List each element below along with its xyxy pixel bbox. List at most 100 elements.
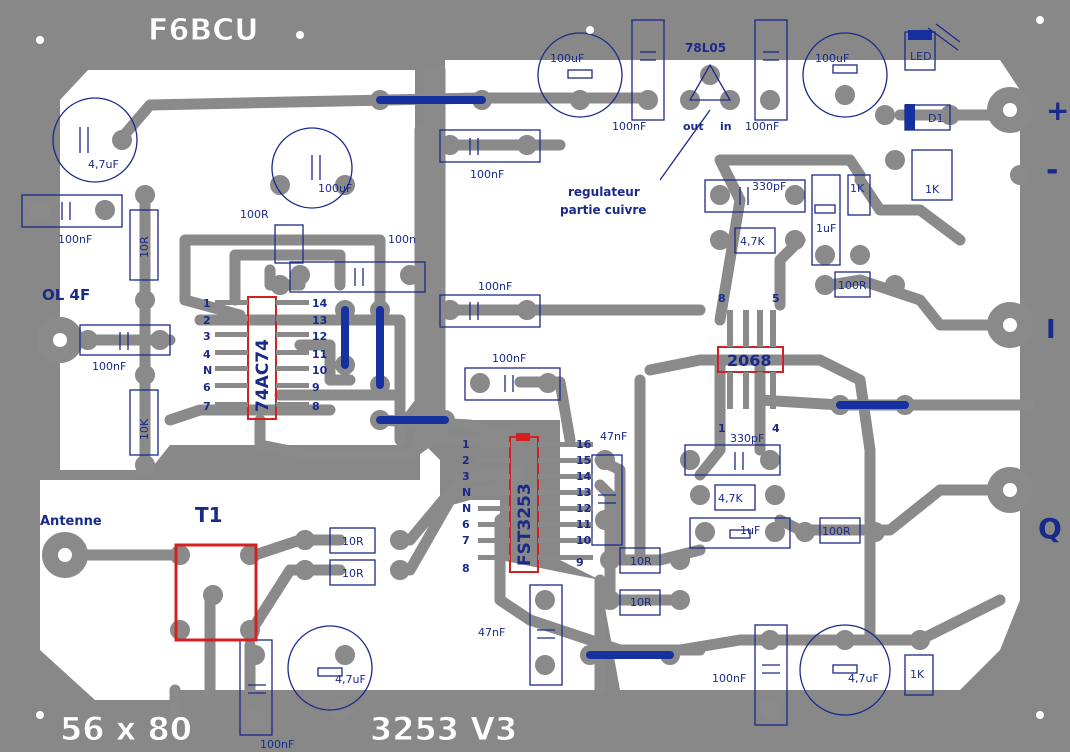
antenna-label: Antenne [40, 514, 102, 529]
u2-pin-1: 1 [462, 438, 470, 451]
connector-labels: Antenne T1 OL 4F I Q + - [40, 94, 1069, 545]
u1-pin-11: 11 [312, 348, 327, 361]
reg-label: 78L05 [685, 41, 726, 55]
output-i-label: I [1046, 315, 1056, 345]
board-title: F6BCU [148, 13, 259, 48]
r-100r-bot-label: 100R [822, 525, 851, 538]
r-10r-c-label: 10R [630, 555, 652, 568]
supply-minus-label: - [1046, 153, 1058, 188]
silkscreen [21, 19, 961, 736]
u1-pin-14: 14 [312, 297, 328, 310]
u2-pin-10: 10 [576, 534, 592, 547]
led-label: LED [910, 50, 932, 63]
transformer-label: T1 [195, 503, 223, 527]
u2-pin-15: 15 [576, 454, 591, 467]
u2-label: FST3253 [515, 483, 535, 566]
r-47k-bot-label: 4,7K [718, 492, 743, 505]
u2-pin-7: 7 [462, 534, 470, 547]
r-1k-top-label: 1K [925, 183, 940, 196]
supply-plus-label: + [1046, 94, 1069, 127]
u2-pin1-marker [516, 433, 530, 441]
r-10r-a-label: 10R [342, 535, 364, 548]
u1-pin-5: N [203, 364, 212, 377]
u3-pin-8: 8 [718, 292, 726, 305]
c-100nf-mid3-label: 100nF [492, 352, 526, 365]
c-1uf-top-label: 1uF [816, 222, 836, 235]
c-100nf-left-label: 100nF [58, 233, 92, 246]
c-100nf-mid1-label: 100nF [470, 168, 504, 181]
ic-pins [215, 300, 776, 560]
u2-pin-14: 14 [576, 470, 592, 483]
u1-pin-12: 12 [312, 330, 327, 343]
c-100nf-bot2-label: 100nF [712, 672, 746, 685]
copper-traces [54, 64, 1036, 726]
r-1k-br-label: 1K [910, 668, 925, 681]
c-47nf-b-label: 47nF [478, 626, 505, 639]
u3-pin-1: 1 [718, 422, 726, 435]
u3-pin-4: 4 [772, 422, 780, 435]
regulator-note-line2: partie cuivre [560, 203, 646, 217]
reg-out-label: out [683, 120, 704, 133]
c-100uf-b-label: 100uF [815, 52, 849, 65]
ic-labels: 74AC74 FST3253 2068 78L05 out in [253, 41, 772, 566]
u1-pin-6: 6 [203, 381, 211, 394]
r-10r-d-label: 10R [630, 596, 652, 609]
board-version-label: 3253 V3 [370, 710, 517, 748]
c-100nf-mid2-label: 100nF [478, 280, 512, 293]
c-100n-top-label: 100n [388, 233, 416, 246]
c-4u7-bot-label: 4,7uF [335, 673, 366, 686]
r-1k-top2-label: 1K [850, 182, 865, 195]
reg-in-label: in [720, 120, 732, 133]
c-47nf-a-label: 47nF [600, 430, 627, 443]
u1-pin-2: 2 [203, 314, 211, 327]
c-100nf-b-label: 100nF [745, 120, 779, 133]
r-100r-right-label: 100R [838, 279, 867, 292]
u3-pin-5: 5 [772, 292, 780, 305]
component-values: 100uF 100nF 100nF 100uF 4,7uF 100nF 10R … [58, 50, 943, 751]
jumper-wires [341, 96, 909, 659]
u2-pin-13: 13 [576, 486, 591, 499]
r-10k-left-label: 10K [138, 418, 151, 440]
u2-pin-11: 11 [576, 518, 591, 531]
c-4u7-tl-label: 4,7uF [88, 158, 119, 171]
u1-pin-1: 1 [203, 297, 211, 310]
output-q-label: Q [1038, 512, 1062, 545]
mounting-dots [36, 16, 1044, 719]
u2-pin-6: 6 [462, 518, 470, 531]
u1-pin-9: 9 [312, 381, 320, 394]
u1-label: 74AC74 [253, 339, 273, 412]
c-330pf-bot-label: 330pF [730, 432, 764, 445]
u2-pin-3: 3 [462, 470, 470, 483]
c-100uf-a-label: 100uF [550, 52, 584, 65]
u2-pin-16: 16 [576, 438, 592, 451]
u2-pin-4: N [462, 486, 471, 499]
u2-pin-9: 9 [576, 556, 584, 569]
c-100uf-mid-label: 100uF [318, 182, 352, 195]
diode-band [905, 104, 915, 130]
c-100nf-osc-label: 100nF [92, 360, 126, 373]
u2-pin-8: 8 [462, 562, 470, 575]
r-10r-b-label: 10R [342, 567, 364, 580]
board-size-label: 56 x 80 [60, 710, 192, 748]
u1-pin-8: 8 [312, 400, 320, 413]
r-100r-top-label: 100R [240, 208, 269, 221]
lo-input-label: OL 4F [42, 286, 90, 304]
u2-pin-12: 12 [576, 502, 591, 515]
r-10r-left-label: 10R [138, 236, 151, 258]
u1-pin-7: 7 [203, 400, 211, 413]
drill-holes [53, 103, 1017, 562]
led-band [908, 30, 932, 40]
u2-pin-2: 2 [462, 454, 470, 467]
regulator-note-line1: regulateur [568, 185, 640, 199]
c-100nf-a-label: 100nF [612, 120, 646, 133]
c-1uf-bot-label: 1uF [740, 524, 760, 537]
r-47k-top-label: 4,7K [740, 235, 765, 248]
c-100nf-bot-label: 100nF [260, 738, 294, 751]
u2-pin-5: N [462, 502, 471, 515]
u3-label: 2068 [727, 351, 772, 370]
u1-pin-4: 4 [203, 348, 211, 361]
board-labels: F6BCU 56 x 80 3253 V3 regulateur partie … [60, 13, 647, 749]
pin-numbers: 1 2 3 4 N 6 7 14 13 12 11 10 9 8 1 2 3 N… [203, 292, 780, 575]
c-330pf-top-label: 330pF [752, 180, 786, 193]
